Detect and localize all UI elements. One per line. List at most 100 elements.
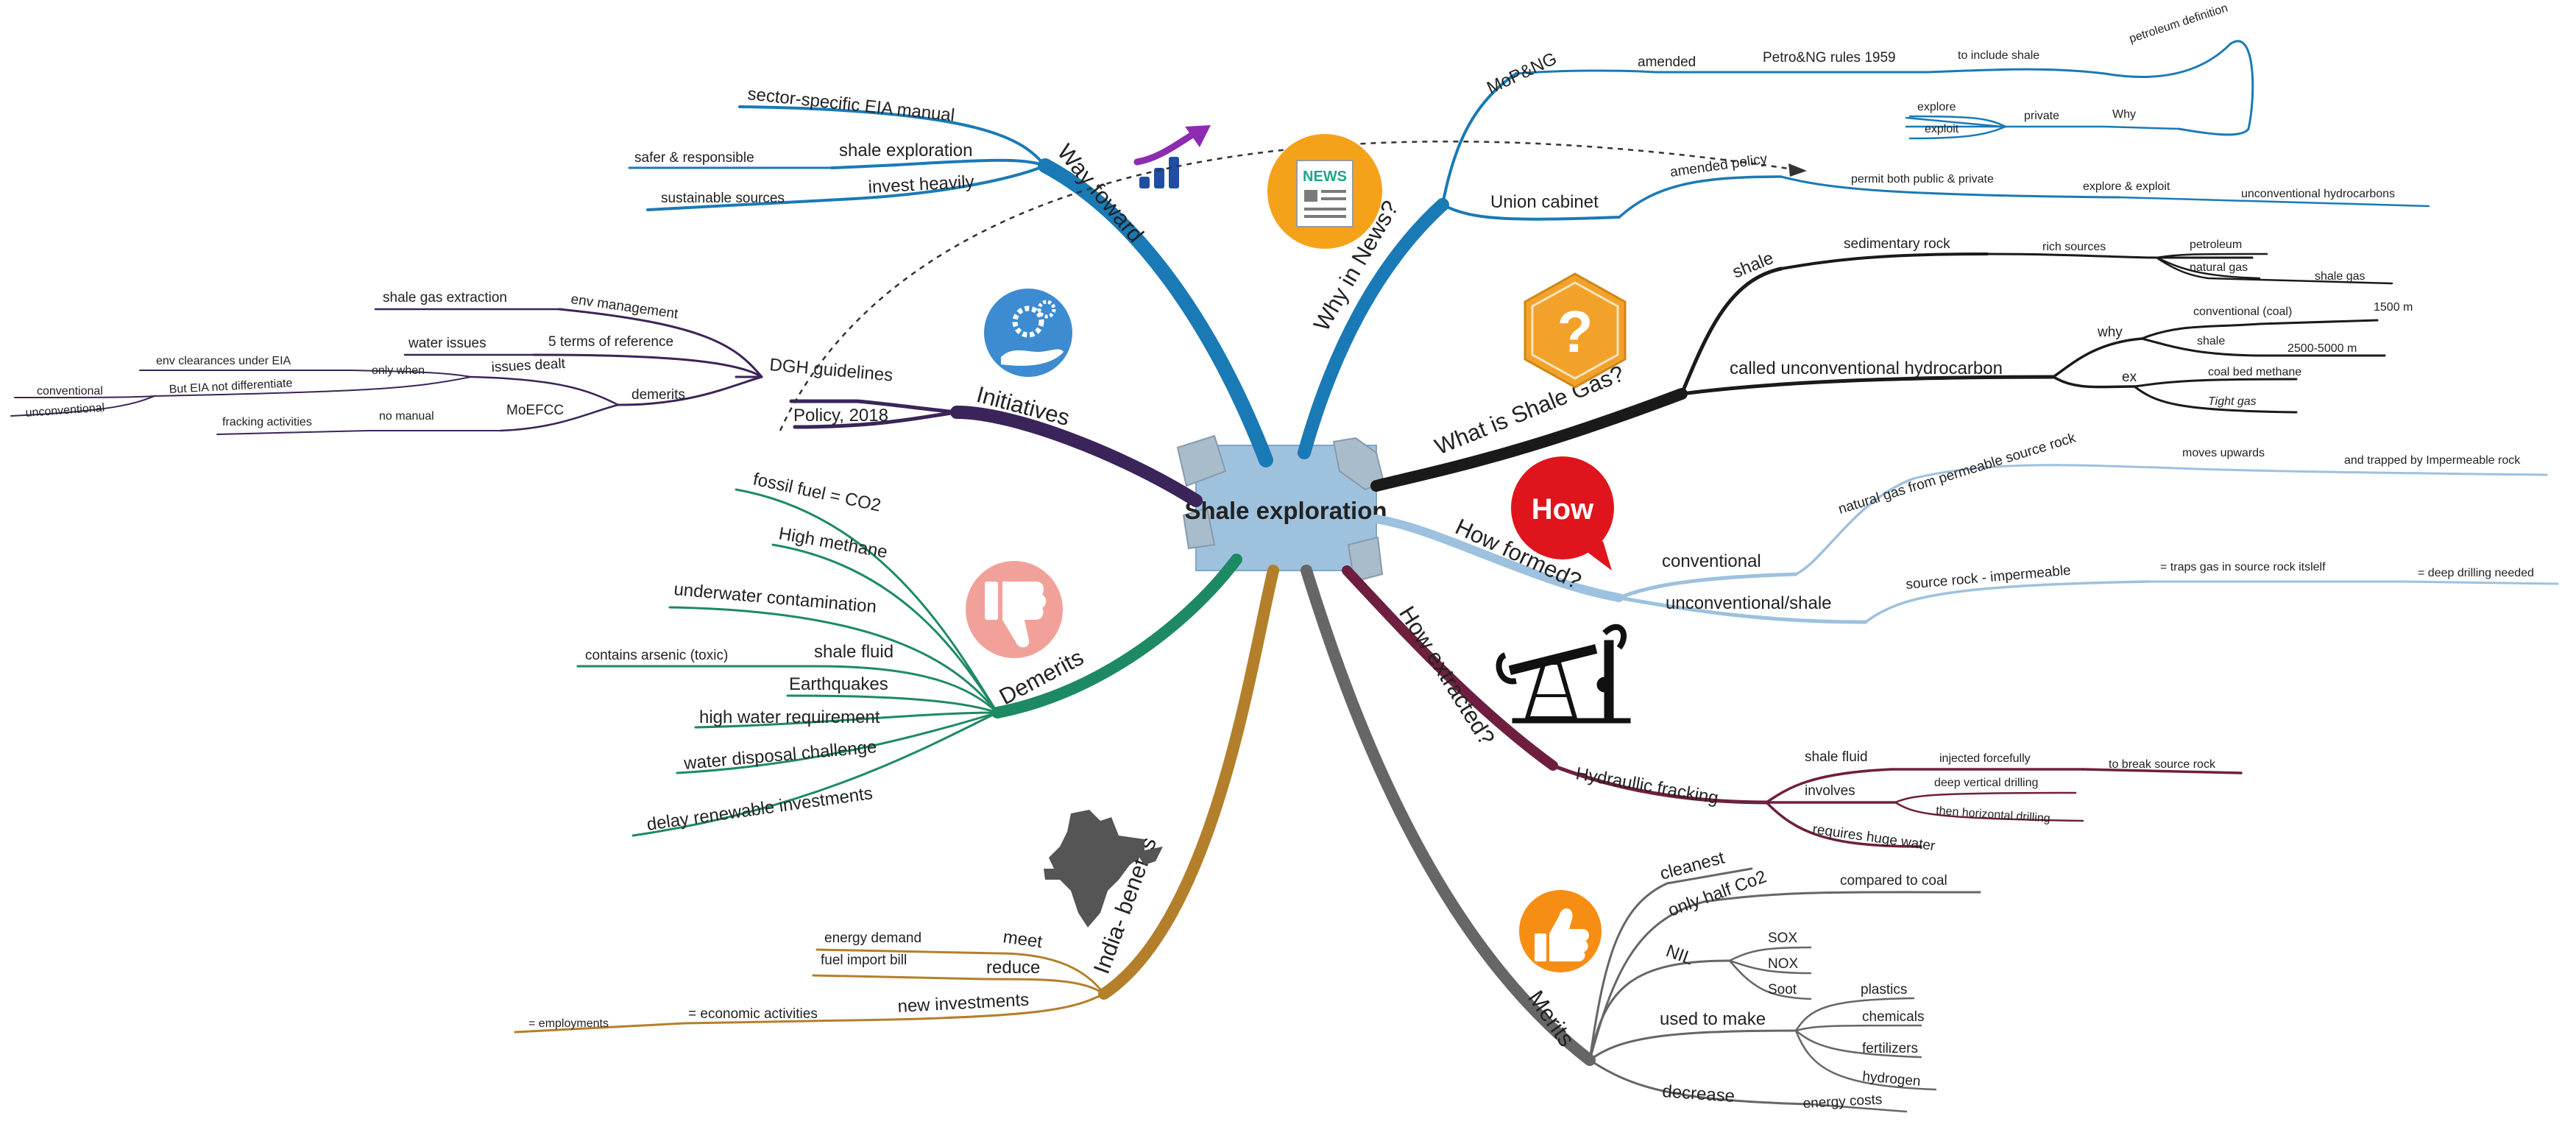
node-issues-dealt: issues dealt	[491, 356, 566, 375]
how-icon-label: How	[1532, 493, 1594, 526]
node-sustainable-sources: sustainable sources	[661, 191, 785, 206]
oil-pump-icon	[1496, 624, 1631, 724]
demerit-shale-fluid-detail: contains arsenic (toxic)	[585, 648, 728, 663]
node-petroleum-definition: petroleum definition	[2128, 1, 2229, 45]
node-called-unconventional: called unconventional hydrocarbon	[1730, 359, 2003, 378]
demerit-item-6: water disposal challenge	[682, 737, 877, 774]
how-speech-bubble-icon: How	[1511, 456, 1614, 571]
node-explore-exploit: explore & exploit	[2083, 180, 2170, 193]
node-why: Why	[2112, 108, 2136, 121]
branch-demerits[interactable]: Demerits fossil fuel = CO2 High methane …	[576, 469, 1242, 837]
node-safer-responsible: safer & responsible	[634, 150, 754, 166]
node-shale-fluid-extracted: shale fluid	[1805, 749, 1868, 765]
demerit-item-2: underwater contamination	[673, 579, 877, 617]
node-shale: shale	[1730, 248, 1776, 283]
node-petroleum: petroleum	[2190, 239, 2242, 251]
node-dgh-guidelines: DGH guidelines	[768, 355, 894, 386]
node-injected-forcefully: injected forcefully	[1939, 752, 2031, 765]
india-map-icon	[1044, 810, 1163, 928]
question-icon-glyph: ?	[1557, 299, 1593, 364]
node-horizontal-drilling: then horizontal drilling	[1936, 805, 2050, 825]
demerit-item-3: shale fluid	[814, 642, 894, 662]
node-economic-activities: = economic activities	[688, 1006, 818, 1022]
node-involves: involves	[1805, 783, 1855, 799]
node-demerits-sub: demerits	[631, 387, 685, 403]
node-five-terms: 5 terms of reference	[548, 334, 673, 350]
connector-arrowhead	[1788, 163, 1807, 177]
node-energy-demand: energy demand	[824, 931, 921, 946]
node-break-source-rock: to break source rock	[2109, 758, 2216, 771]
node-eia-manual: sector-specific EIA manual	[746, 84, 955, 125]
merit-decrease: decrease	[1662, 1081, 1735, 1106]
merit-nil: NIL	[1663, 941, 1696, 969]
node-conventional-coal: conventional (coal)	[2193, 306, 2292, 318]
merit-nox: NOX	[1768, 956, 1799, 972]
node-depth-2500: 2500-5000 m	[2287, 342, 2357, 355]
node-fuel-import: fuel import bill	[821, 953, 907, 968]
demerit-item-1: High methane	[777, 523, 889, 562]
node-env-clearances: env clearances under EIA	[156, 355, 291, 367]
node-traps-gas: = traps gas in source rock itslelf	[2160, 561, 2326, 573]
node-fracking-activities: fracking activities	[222, 416, 312, 428]
node-only-when: only when	[372, 364, 425, 377]
news-icon-label: NEWS	[1303, 169, 1347, 185]
node-moefcc: MoEFCC	[506, 403, 564, 418]
thumbs-down-icon	[966, 561, 1063, 658]
node-shale-gas: shale gas	[2315, 270, 2366, 283]
node-unconventional-hydrocarbons: unconventional hydrocarbons	[2241, 188, 2395, 200]
node-depth-1500: 1500 m	[2374, 301, 2413, 314]
node-meet: meet	[1002, 927, 1044, 952]
node-new-investments: new investments	[897, 990, 1030, 1017]
branch-how-formed[interactable]: How formed? conventional natural gas fro…	[1372, 430, 2559, 624]
node-natural-gas: natural gas	[2190, 261, 2248, 274]
branch-title-way-forward: Way foward	[1052, 139, 1149, 247]
central-node[interactable]: Shale exploration	[1176, 434, 1387, 583]
node-ex: ex	[2122, 370, 2137, 385]
merit-fertilizers: fertilizers	[1862, 1041, 1918, 1056]
branch-way-forward[interactable]: Way foward sector-specific EIA manual sh…	[628, 84, 1273, 467]
node-private: private	[2024, 110, 2059, 122]
central-topic: Shale exploration	[1184, 497, 1387, 524]
node-deep-drilling: = deep drilling needed	[2418, 567, 2534, 579]
node-tight-gas: Tight gas	[2208, 395, 2257, 408]
node-shale-gas-extraction: shale gas extraction	[383, 290, 507, 306]
node-invest-heavily: invest heavily	[868, 172, 974, 197]
node-sedimentary-rock: sedimentary rock	[1844, 236, 1950, 252]
node-rich-sources: rich sources	[2042, 241, 2106, 253]
merit-compared-to-coal: compared to coal	[1840, 873, 1947, 889]
node-no-manual: no manual	[379, 410, 434, 423]
node-permit: permit both public & private	[1851, 173, 1994, 186]
node-trapped: and trapped by Impermeable rock	[2344, 454, 2521, 467]
branch-title-how-extracted: How extracted?	[1394, 601, 1500, 749]
node-include-shale: to include shale	[1958, 49, 2039, 62]
node-shale-exploration: shale exploration	[839, 141, 972, 160]
node-union-cabinet: Union cabinet	[1490, 192, 1599, 212]
node-unconventional-shale: unconventional/shale	[1666, 593, 1832, 613]
node-explore: explore	[1917, 101, 1956, 113]
node-shale-ex: shale	[2197, 335, 2225, 347]
node-reduce: reduce	[986, 958, 1040, 978]
demerit-item-7: delay renewable investments	[645, 783, 874, 835]
merit-hydrogen: hydrogen	[1862, 1069, 1922, 1090]
branch-why-in-news[interactable]: Why in News? MoP&NG amended Petro&NG rul…	[1267, 1, 2430, 459]
node-why-what: why	[2097, 325, 2123, 340]
demerit-item-0: fossil fuel = CO2	[751, 469, 883, 515]
node-water-issues: water issues	[408, 336, 486, 351]
question-icon: ?	[1524, 272, 1627, 389]
node-hydraulic-fracking: Hydraullic fracking	[1574, 763, 1720, 808]
node-exploit: exploit	[1925, 123, 1959, 135]
merit-sox: SOX	[1768, 931, 1797, 946]
thumbs-up-icon	[1519, 890, 1602, 972]
node-conventional-formed: conventional	[1662, 551, 1761, 571]
node-amended: amended	[1638, 54, 1696, 70]
branch-title-merits: Merits	[1523, 986, 1579, 1051]
branch-initiatives[interactable]: Initiatives DGH guidelines Policy, 2018 …	[10, 289, 1203, 507]
merit-chemicals: chemicals	[1862, 1009, 1924, 1025]
node-moves-upwards: moves upwards	[2182, 447, 2265, 459]
node-policy-2018: Policy, 2018	[793, 406, 888, 425]
demerit-item-4: Earthquakes	[789, 674, 888, 694]
node-deep-vertical: deep vertical drilling	[1934, 777, 2038, 789]
node-unconventional: unconventional	[25, 402, 105, 420]
node-coal-bed-methane: coal bed methane	[2208, 366, 2301, 378]
